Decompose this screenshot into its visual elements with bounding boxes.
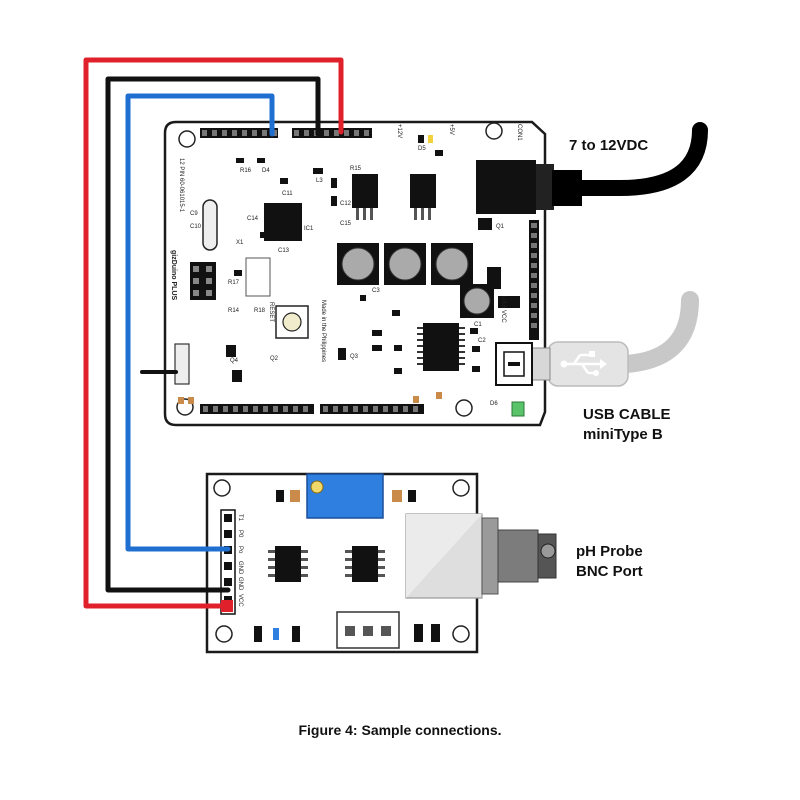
red-wire bbox=[83, 57, 344, 609]
designator: Q4 bbox=[230, 358, 239, 364]
designator: C10 bbox=[190, 224, 202, 230]
dc-plug-icon bbox=[552, 122, 708, 206]
power-led bbox=[511, 401, 525, 417]
mcu-chip bbox=[264, 203, 302, 241]
usb-vcc-jumper bbox=[498, 296, 520, 308]
regulator-2 bbox=[410, 174, 436, 220]
regulator-1 bbox=[352, 174, 378, 220]
board-name: gizDuino PLUS bbox=[170, 250, 177, 300]
designator: R17 bbox=[228, 280, 240, 286]
isp-header bbox=[190, 262, 216, 300]
mount-hole bbox=[215, 625, 233, 643]
board-made-label: Made in the Philippines bbox=[320, 300, 326, 362]
board-silkscreen: gizDuino PLUS 12 PIN 60-061015-1 +12V +5… bbox=[170, 124, 522, 362]
power-label: 7 to 12VDC bbox=[569, 137, 649, 154]
mount-hole bbox=[485, 122, 503, 140]
designator: C15 bbox=[340, 221, 352, 227]
designator: R15 bbox=[350, 166, 362, 172]
usb-label-line1: USB CABLE bbox=[583, 406, 671, 423]
designator: R14 bbox=[228, 308, 240, 314]
designator: D5 bbox=[418, 146, 426, 152]
designator: Q1 bbox=[496, 224, 505, 230]
mount-hole bbox=[452, 479, 470, 497]
designator: D6 bbox=[490, 401, 498, 407]
black-wire bbox=[105, 76, 321, 593]
module-pin-label: VCC bbox=[237, 594, 243, 607]
mount-hole bbox=[452, 625, 470, 643]
usb-chip bbox=[417, 323, 465, 371]
module-pin-label: P0 bbox=[237, 530, 243, 538]
capacitor-1 bbox=[337, 243, 379, 285]
capacitor-2 bbox=[384, 243, 426, 285]
dc-jack bbox=[476, 160, 554, 214]
board-conn-label: CON1 bbox=[516, 124, 522, 141]
designator: Q2 bbox=[270, 356, 279, 362]
designator: C9 bbox=[190, 211, 198, 217]
module-bottom-connector bbox=[336, 611, 400, 649]
part-designators: C11 C12 C13 C14 C15 C9 C10 X1 IC1 L3 R15… bbox=[190, 146, 505, 407]
bnc-connector-icon bbox=[405, 513, 557, 599]
capacitor-4 bbox=[460, 284, 494, 318]
board-usb-vcc-label: USB VCC bbox=[500, 296, 506, 323]
crystal bbox=[202, 199, 218, 251]
mount-hole bbox=[213, 479, 231, 497]
designator: R18 bbox=[254, 308, 266, 314]
reset-button bbox=[275, 305, 309, 339]
designator: R16 bbox=[240, 168, 252, 174]
designator: L3 bbox=[316, 178, 323, 184]
designator: C11 bbox=[282, 191, 293, 197]
capacitor-3 bbox=[431, 243, 473, 285]
board-vin-label: +12V bbox=[396, 124, 402, 138]
mount-hole bbox=[455, 399, 473, 417]
designator: X1 bbox=[236, 240, 244, 246]
board-pin-label: 12 PIN 60-061015-1 bbox=[178, 158, 184, 213]
mini-usb-port bbox=[495, 342, 533, 386]
designator: IC1 bbox=[304, 226, 314, 232]
ph-label-line2: BNC Port bbox=[576, 563, 643, 580]
jumper-block bbox=[245, 257, 271, 297]
designator: C1 bbox=[474, 322, 482, 328]
designator: C12 bbox=[340, 201, 352, 207]
module-pin-label: T1 bbox=[237, 514, 243, 522]
designator: C2 bbox=[478, 338, 486, 344]
opamp-1 bbox=[268, 546, 308, 582]
module-pin-label: Po bbox=[237, 546, 243, 554]
designator: C14 bbox=[247, 216, 259, 222]
board-reset-label: RESET bbox=[268, 302, 274, 322]
module-pin-label: GND bbox=[237, 561, 243, 575]
smd-parts bbox=[226, 135, 501, 382]
ph-label-line1: pH Probe bbox=[576, 543, 643, 560]
right-header bbox=[529, 220, 539, 340]
blue-wire bbox=[125, 93, 275, 552]
mount-hole bbox=[178, 130, 196, 148]
potentiometer bbox=[306, 473, 384, 519]
board-vcc-label: +5V bbox=[448, 124, 454, 135]
designator: C3 bbox=[372, 288, 380, 294]
slide-switch bbox=[174, 343, 190, 385]
usb-symbol-icon bbox=[560, 351, 607, 376]
top-header-right bbox=[292, 128, 372, 138]
top-header-left bbox=[200, 128, 278, 138]
arduino-board: gizDuino PLUS 12 PIN 60-061015-1 +12V +5… bbox=[163, 120, 547, 427]
designator: D4 bbox=[262, 168, 270, 174]
module-pin-label: GND bbox=[237, 577, 243, 591]
wires bbox=[83, 57, 344, 609]
usb-label-line2: miniType B bbox=[583, 426, 663, 443]
opamp-2 bbox=[345, 546, 385, 582]
ph-module: T1 P0 Po GND GND VCC bbox=[205, 472, 557, 654]
bottom-header bbox=[200, 404, 424, 414]
designator: C13 bbox=[278, 248, 290, 254]
figure-caption: Figure 4: Sample connections. bbox=[298, 722, 502, 738]
designator: Q3 bbox=[350, 354, 359, 360]
